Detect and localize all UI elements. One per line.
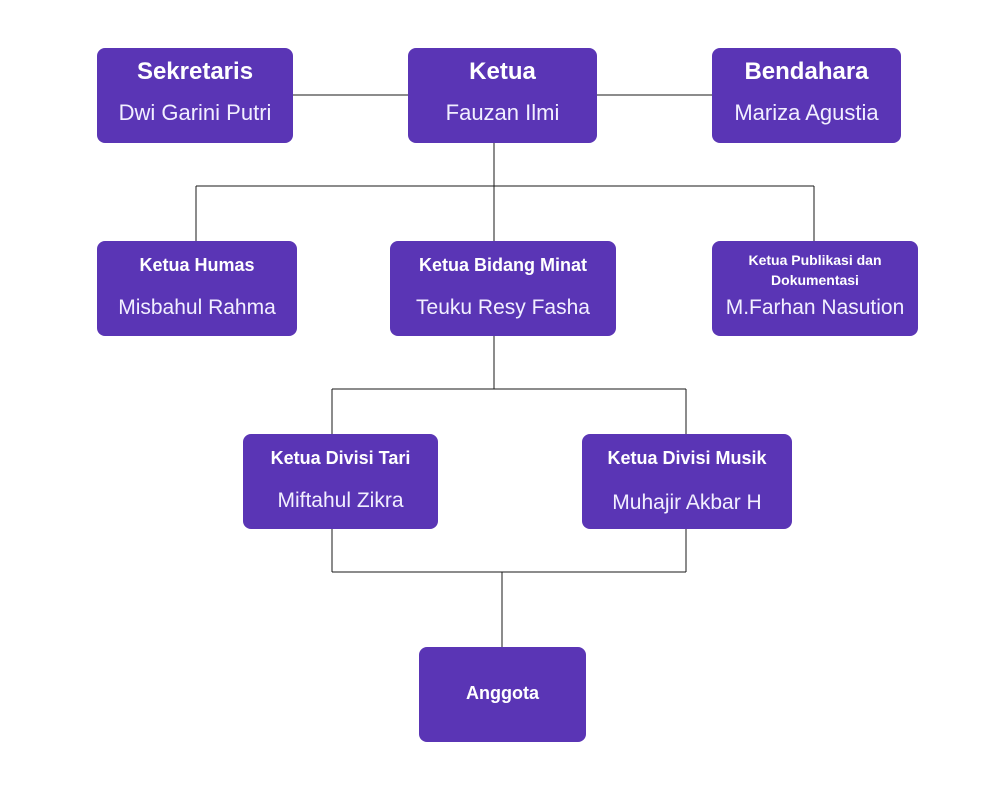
node-role: Ketua Humas bbox=[139, 255, 255, 275]
node-role: Ketua Bidang Minat bbox=[418, 255, 587, 275]
node-ketua-divisi-tari: Ketua Divisi Tari Miftahul Zikra bbox=[243, 434, 438, 529]
node-bendahara: Bendahara Mariza Agustia bbox=[712, 48, 901, 143]
node-person: M.Farhan Nasution bbox=[725, 296, 905, 319]
node-role: Anggota bbox=[466, 683, 539, 703]
node-person: Misbahul Rahma bbox=[118, 296, 276, 319]
node-person: Muhajir Akbar H bbox=[612, 491, 762, 514]
node-ketua-divisi-musik: Ketua Divisi Musik Muhajir Akbar H bbox=[582, 434, 792, 529]
node-role: Bendahara bbox=[744, 58, 869, 85]
node-person: Dwi Garini Putri bbox=[118, 100, 272, 125]
node-person: Miftahul Zikra bbox=[277, 489, 404, 512]
node-ketua-bidang-minat: Ketua Bidang Minat Teuku Resy Fasha bbox=[390, 241, 616, 336]
node-role: Ketua Publikasi dan Dokumentasi bbox=[748, 252, 882, 288]
node-ketua-humas: Ketua Humas Misbahul Rahma bbox=[97, 241, 297, 336]
node-ketua: Ketua Fauzan Ilmi bbox=[408, 48, 597, 143]
node-role: Ketua bbox=[469, 58, 536, 85]
node-role: Sekretaris bbox=[136, 58, 254, 85]
node-role: Ketua Divisi Tari bbox=[270, 448, 411, 468]
node-anggota: Anggota bbox=[419, 647, 586, 742]
node-ketua-publikasi: Ketua Publikasi dan Dokumentasi M.Farhan… bbox=[712, 241, 918, 336]
node-person: Fauzan Ilmi bbox=[445, 100, 560, 125]
node-person: Teuku Resy Fasha bbox=[416, 296, 590, 319]
node-sekretaris: Sekretaris Dwi Garini Putri bbox=[97, 48, 293, 143]
node-role: Ketua Divisi Musik bbox=[607, 448, 767, 468]
node-person: Mariza Agustia bbox=[734, 100, 879, 125]
